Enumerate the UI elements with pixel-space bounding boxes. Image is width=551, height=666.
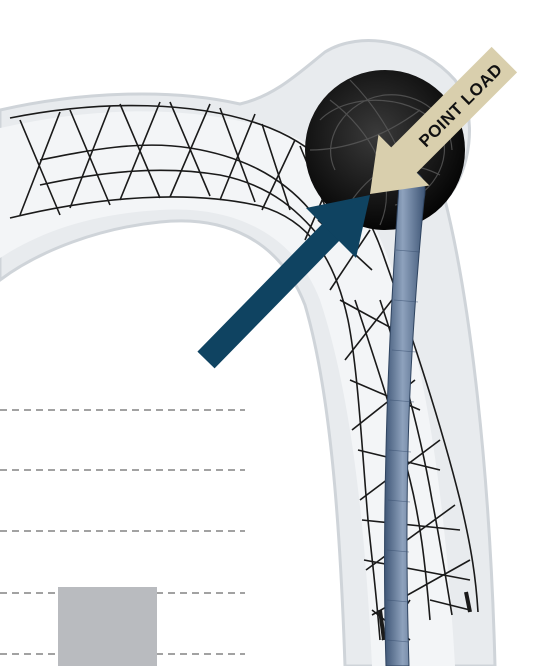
gray-block <box>58 587 157 666</box>
